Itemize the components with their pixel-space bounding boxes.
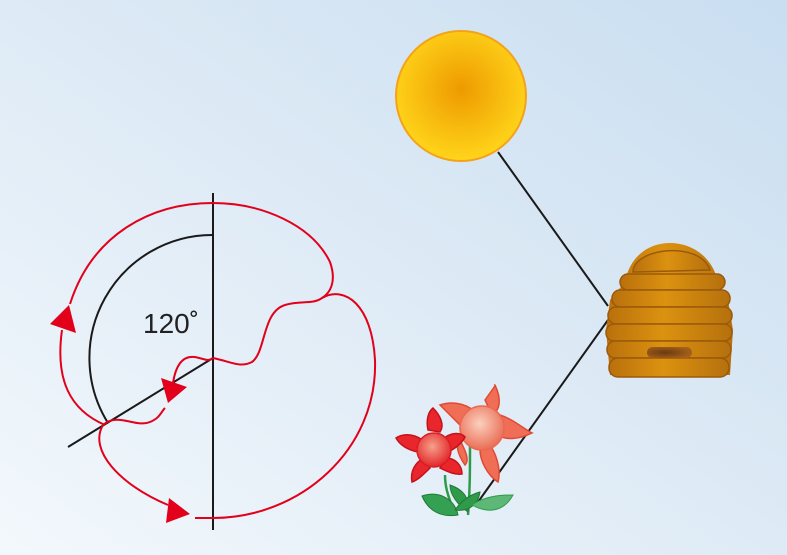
arrow-icon	[166, 498, 190, 523]
beehive-icon	[605, 243, 733, 378]
hive-entrance	[647, 347, 692, 358]
angle-arc	[88, 233, 214, 424]
right-return-loop	[195, 293, 377, 519]
sun-to-hive-line	[497, 151, 609, 307]
left-return-loop-top	[59, 201, 334, 426]
waggle-direction-line	[67, 357, 214, 448]
waggle-run	[172, 355, 214, 384]
left-return-loop-bottom	[98, 407, 169, 506]
flowers-icon	[395, 384, 534, 517]
angle-label: 120˚	[143, 308, 200, 339]
dance-path	[59, 201, 377, 519]
arrow-icon	[161, 378, 187, 403]
arrow-icon	[50, 305, 76, 333]
sun-icon	[395, 30, 527, 162]
